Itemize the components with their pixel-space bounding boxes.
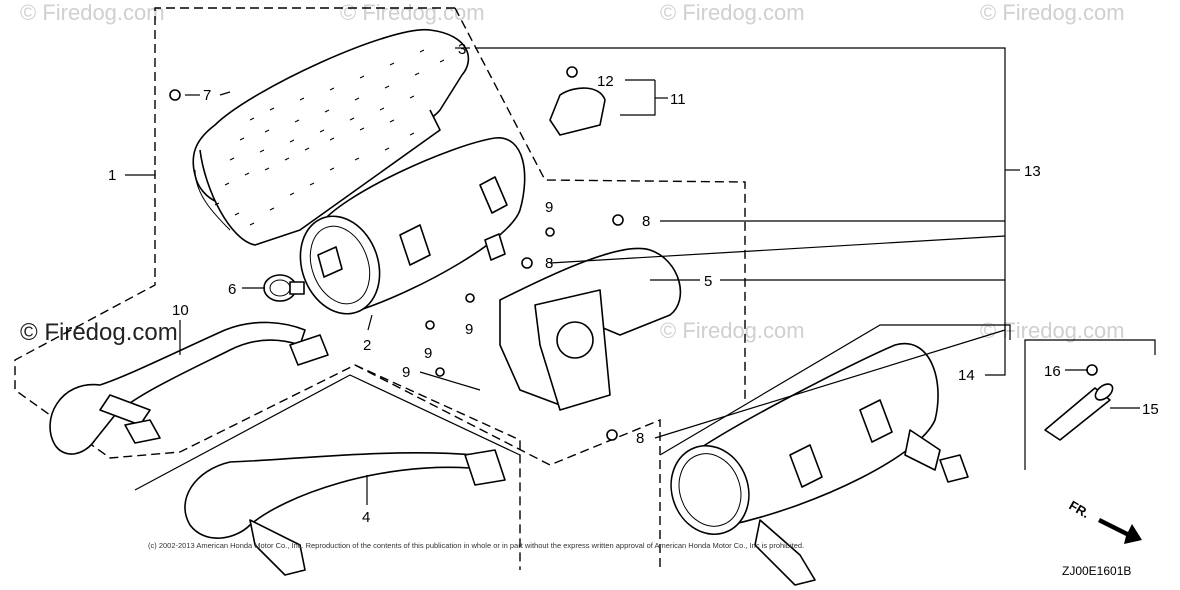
bolt-icon: [606, 429, 618, 441]
callout-12: 12: [597, 73, 614, 90]
callout-labels: 1 2 3 4 5 6 7 8 8 8 9 9 9 9 10 11 12 13 …: [108, 41, 1159, 526]
callout-14: 14: [958, 367, 975, 384]
callout-4: 4: [362, 509, 370, 526]
bolt-icons: [169, 66, 1098, 441]
muffler-14: [670, 342, 969, 586]
bolt-icon: [1086, 364, 1098, 376]
callout-3: 3: [458, 41, 466, 58]
front-label: FR.: [1067, 498, 1093, 521]
watermark: © Firedog.com: [980, 0, 1125, 25]
watermark: © Firedog.com: [20, 0, 165, 25]
callout-15: 15: [1142, 401, 1159, 418]
callout-9: 9: [545, 199, 553, 216]
callout-2: 2: [363, 337, 371, 354]
watermark: © Firedog.com: [660, 0, 805, 25]
bolt-icon: [566, 66, 578, 78]
callout-8: 8: [642, 213, 650, 230]
front-direction-marker: FR.: [1067, 498, 1142, 544]
callout-1: 1: [108, 167, 116, 184]
callout-16: 16: [1044, 363, 1061, 380]
callout-6: 6: [228, 281, 236, 298]
exhaust-pipe-10: [49, 321, 329, 455]
copyright-notice: (c) 2002-2013 American Honda Motor Co., …: [148, 541, 804, 550]
bolt-icon: [465, 293, 475, 303]
watermark: © Firedog.com: [660, 318, 805, 343]
callout-8: 8: [545, 255, 553, 272]
leader-lines: [125, 47, 1140, 505]
callout-10: 10: [172, 302, 189, 319]
callout-5: 5: [704, 273, 712, 290]
watermark: © Firedog.com: [20, 319, 178, 346]
watermark: © Firedog.com: [340, 0, 485, 25]
heat-shield: [499, 247, 682, 411]
callout-9: 9: [424, 345, 432, 362]
callout-11: 11: [670, 91, 686, 108]
bolt-icon: [545, 227, 555, 237]
bolt-icon: [425, 320, 435, 330]
assembly-boundary-upper: [14, 7, 746, 570]
muffler: [299, 137, 526, 315]
callout-9: 9: [465, 321, 473, 338]
spark-arrester: [1044, 383, 1114, 441]
assembly-boundary-lower: [134, 324, 1156, 491]
exhaust-pipe-4: [184, 449, 506, 576]
bolt-icon: [521, 257, 533, 269]
callout-13: 13: [1024, 163, 1041, 180]
front-arrow-icon: [1098, 518, 1142, 544]
bolt-icon: [435, 367, 445, 377]
muffler-protector: [192, 29, 470, 246]
diagram-code: ZJ00E1601B: [1062, 564, 1131, 578]
bolt-icon: [612, 214, 624, 226]
bolt-icon: [169, 89, 181, 101]
muffler-band: [263, 274, 305, 302]
callout-8: 8: [636, 430, 644, 447]
callout-7: 7: [203, 87, 211, 104]
tube-icon: [549, 87, 606, 136]
callout-9: 9: [402, 364, 410, 381]
